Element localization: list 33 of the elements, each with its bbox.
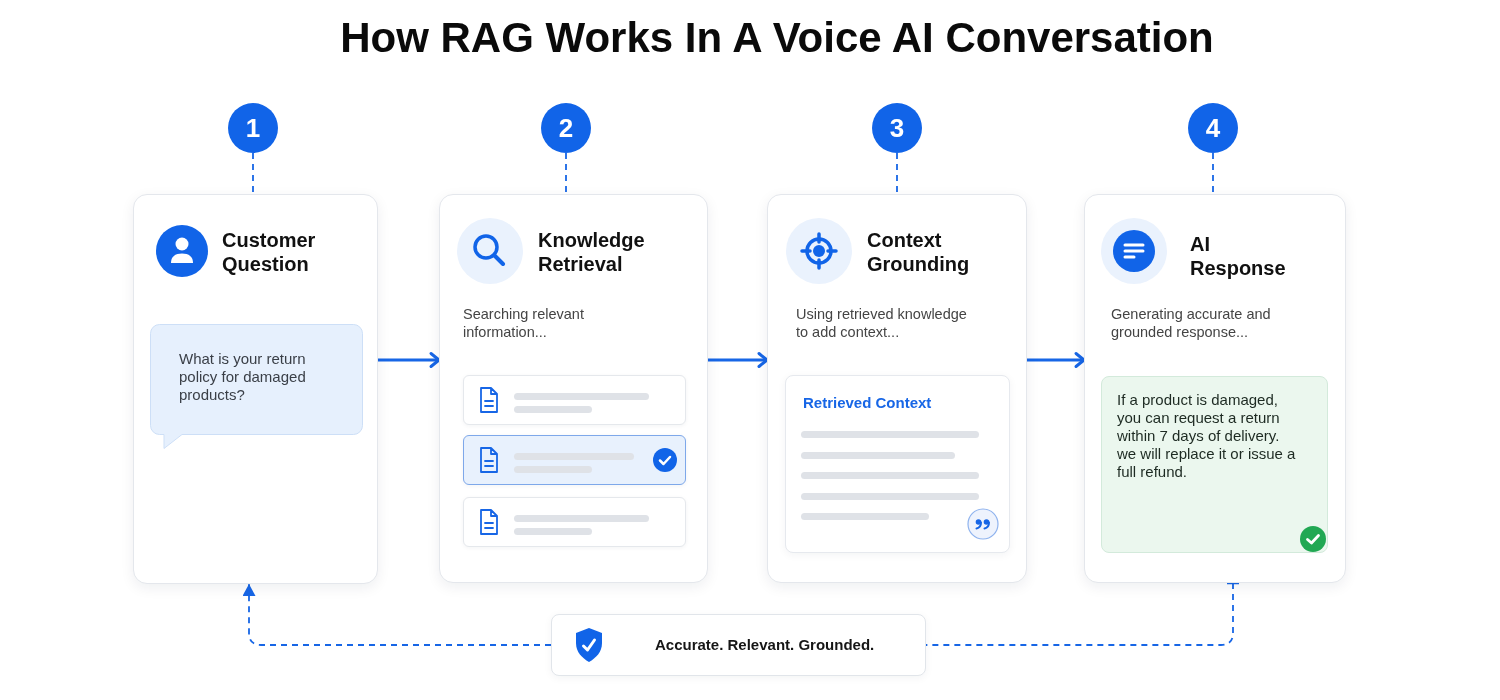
arrow	[1025, 352, 1086, 368]
dashed-line	[896, 152, 898, 195]
card-description: Using retrieved knowledge to add context...	[796, 305, 968, 341]
card-description: Generating accurate and grounded response...	[1111, 305, 1272, 341]
step-card	[1084, 194, 1346, 583]
dashed-line	[925, 581, 1240, 646]
step-number: 2	[541, 103, 591, 153]
response-panel	[1101, 376, 1328, 553]
arrow	[242, 583, 552, 646]
card-heading: Customer Question	[222, 228, 317, 276]
panel-heading: Retrieved Context	[803, 394, 932, 412]
summary-bar	[551, 614, 926, 676]
response-text: If a product is damaged, you can request a return within 7 days of delivery. we will replace it or issue a full refund.	[1117, 391, 1297, 481]
step-number: 4	[1188, 103, 1238, 153]
dashed-line	[1212, 152, 1214, 195]
step-card	[767, 194, 1027, 583]
card-description: Searching relevant information...	[463, 305, 585, 341]
speech-bubble	[150, 324, 363, 449]
arrow	[376, 352, 441, 368]
card-heading: Knowledge Retrieval	[538, 228, 646, 276]
arrow	[706, 352, 769, 368]
step-number: 3	[872, 103, 922, 153]
card-heading: AI Response	[1190, 232, 1287, 280]
question-text: What is your return policy for damaged products?	[179, 350, 307, 404]
step-card	[439, 194, 708, 583]
diagram-title: How RAG Works In A Voice AI Conversation	[340, 13, 1214, 63]
context-panel	[785, 375, 1010, 553]
dashed-line	[565, 152, 567, 195]
step-card	[133, 194, 378, 584]
dashed-line	[252, 152, 254, 195]
card-heading: Context Grounding	[867, 228, 971, 276]
step-number: 1	[228, 103, 278, 153]
summary-text: Accurate. Relevant. Grounded.	[655, 636, 875, 654]
